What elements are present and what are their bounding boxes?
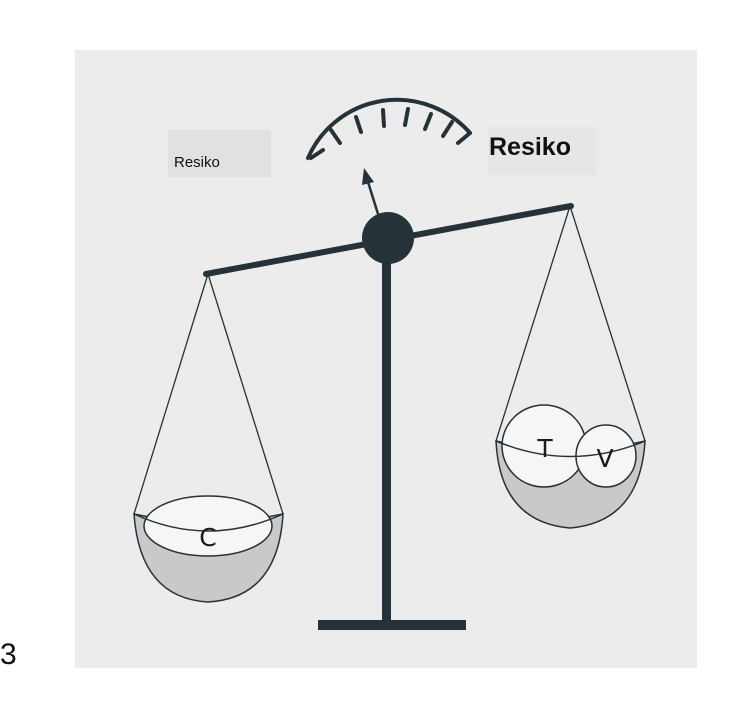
right-pan: T V (495, 404, 646, 529)
item-t-label: T (536, 434, 553, 463)
scale-base (318, 620, 466, 630)
right-label-box (488, 127, 596, 175)
gauge-tick (329, 128, 342, 145)
gauge-tick (403, 107, 410, 127)
gauge-needle (362, 168, 380, 215)
pivot-knob (362, 212, 414, 264)
figure-number: 3 (0, 638, 17, 671)
item-c-weight (143, 495, 273, 557)
left-pan: C (133, 495, 284, 603)
gauge-tick (354, 115, 363, 134)
left-label-box (168, 130, 271, 177)
gauge-tick (423, 112, 433, 131)
right-risk-label: Resiko (489, 133, 571, 161)
gauge-tick (381, 108, 386, 128)
left-pan-strings (133, 273, 284, 515)
gauge-tick (441, 120, 454, 138)
gauge-arc (306, 97, 472, 160)
item-c-label: C (199, 523, 216, 552)
gauge-tick (309, 148, 325, 160)
left-risk-label: Resiko (174, 154, 220, 171)
risk-gauge (306, 97, 472, 160)
item-v-label: V (596, 444, 613, 473)
right-pan-strings (495, 205, 646, 442)
scale-post (382, 252, 391, 626)
gauge-tick (456, 131, 472, 145)
